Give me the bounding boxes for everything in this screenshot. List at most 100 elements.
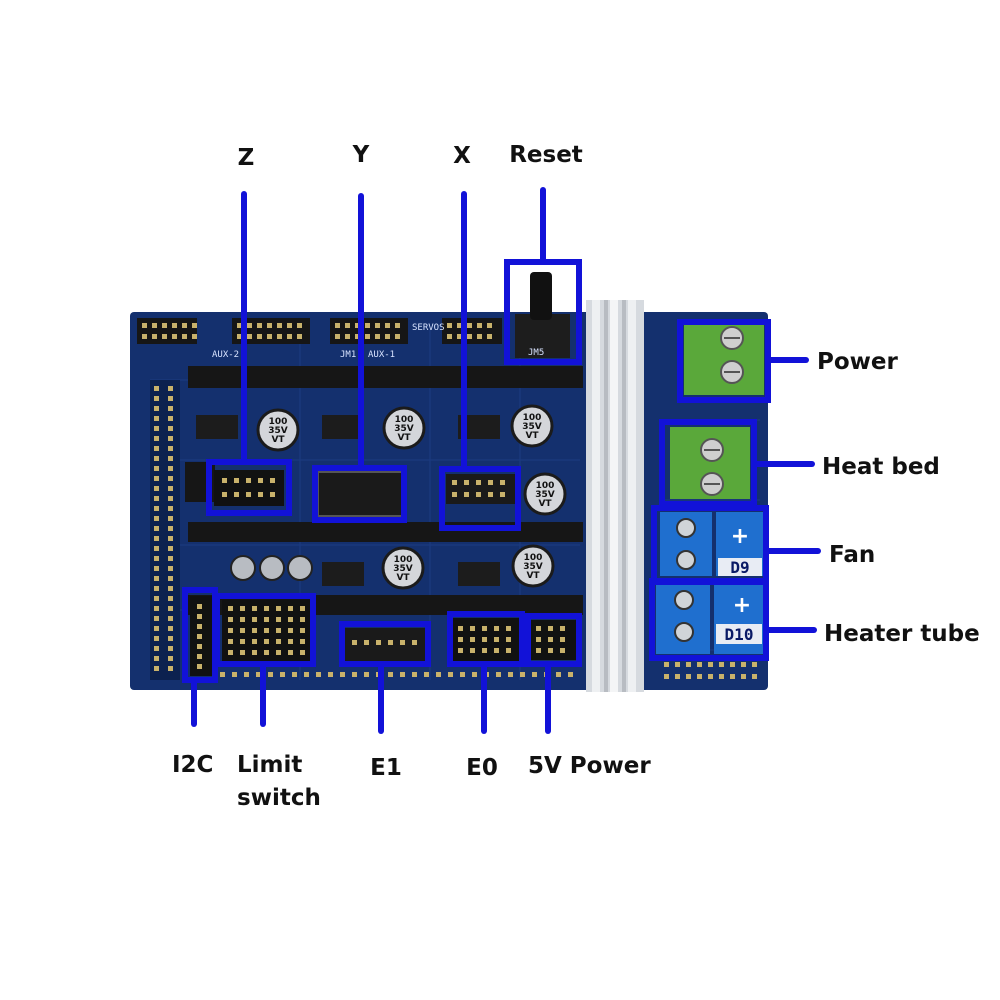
header-pin <box>197 634 202 639</box>
capacitor-marking: 100 <box>394 555 413 565</box>
header-pin <box>234 492 239 497</box>
header-pin <box>448 672 453 677</box>
label-e1: E1 <box>370 755 402 781</box>
header-pin <box>355 334 360 339</box>
header-pin <box>494 637 499 642</box>
header-pin <box>168 426 173 431</box>
header-pin <box>494 626 499 631</box>
header-pin <box>376 640 381 645</box>
header-pin <box>228 628 233 633</box>
header-pin <box>447 323 452 328</box>
header-pin <box>162 323 167 328</box>
header-pin <box>292 672 297 677</box>
header-pin <box>240 639 245 644</box>
header-pin <box>228 617 233 622</box>
header-pin <box>288 628 293 633</box>
header-pin <box>192 334 197 339</box>
header-pin <box>664 674 669 679</box>
header-pin <box>168 586 173 591</box>
label-x: X <box>453 143 471 169</box>
silk-servos: SERVOS <box>412 323 445 333</box>
header-pin <box>560 648 565 653</box>
header-pin <box>697 674 702 679</box>
header-pin <box>470 637 475 642</box>
header-pin <box>154 556 159 561</box>
header-pin <box>364 640 369 645</box>
label-limit-switch-line2: switch <box>237 785 321 811</box>
header-pin <box>458 648 463 653</box>
header-pin <box>168 536 173 541</box>
header-pin <box>287 323 292 328</box>
header-pin <box>264 628 269 633</box>
header-pin <box>548 626 553 631</box>
header-pin <box>288 639 293 644</box>
header-pin <box>154 656 159 661</box>
header-pin <box>276 650 281 655</box>
header-pin <box>240 650 245 655</box>
header-pin <box>460 672 465 677</box>
header-pin <box>412 640 417 645</box>
header-pin <box>352 640 357 645</box>
silk-aux1: AUX-1 <box>368 350 395 360</box>
header-pin <box>192 323 197 328</box>
capacitor-marking: 35V <box>535 490 555 500</box>
header-pin <box>154 446 159 451</box>
capacitor-marking: VT <box>525 431 539 441</box>
fan-terminal: + D9 <box>660 512 764 577</box>
header-pin <box>154 546 159 551</box>
header-pin <box>172 334 177 339</box>
header-pin <box>536 648 541 653</box>
header-pin <box>246 478 251 483</box>
label-limit-switch-line1: Limit <box>237 752 302 778</box>
header-pin <box>482 626 487 631</box>
heater-tube-box <box>649 578 769 661</box>
header-pin <box>536 626 541 631</box>
header-pin <box>154 416 159 421</box>
header-pin <box>168 636 173 641</box>
header-pin <box>168 476 173 481</box>
header-pin <box>288 617 293 622</box>
heater-plus-sign: + <box>733 593 751 618</box>
header-pin <box>752 674 757 679</box>
capacitor-marking: 100 <box>536 481 555 491</box>
header-pin <box>482 648 487 653</box>
header-pin <box>264 639 269 644</box>
e1-box <box>339 621 431 667</box>
header-pin <box>568 672 573 677</box>
bottom-headers <box>190 596 576 676</box>
header-pin <box>197 604 202 609</box>
header-pin <box>154 496 159 501</box>
header-pin <box>168 666 173 671</box>
header-pin <box>154 426 159 431</box>
header-pin <box>246 492 251 497</box>
header-pin <box>168 466 173 471</box>
header-pin <box>154 616 159 621</box>
capacitor-marking: VT <box>526 571 540 581</box>
bottom-pin-row <box>220 672 573 677</box>
header-pin <box>340 672 345 677</box>
label-heat-bed: Heat bed <box>822 454 940 480</box>
header-pin <box>154 596 159 601</box>
d9-label: D9 <box>730 558 749 577</box>
header-pin <box>240 606 245 611</box>
header-pin <box>365 323 370 328</box>
header-pin <box>267 323 272 328</box>
header-pin <box>240 628 245 633</box>
header-pin <box>316 672 321 677</box>
header-pin <box>168 406 173 411</box>
header-pin <box>686 662 691 667</box>
header-pin <box>276 606 281 611</box>
label-y: Y <box>352 142 370 168</box>
header-pin <box>288 650 293 655</box>
label-power: Power <box>817 349 899 375</box>
header-pin <box>244 672 249 677</box>
header-pin <box>168 576 173 581</box>
header-pin <box>355 323 360 328</box>
silk-aux2: AUX-2 <box>212 350 239 360</box>
header-pin <box>258 478 263 483</box>
header-pin <box>496 672 501 677</box>
header-pin <box>335 323 340 328</box>
